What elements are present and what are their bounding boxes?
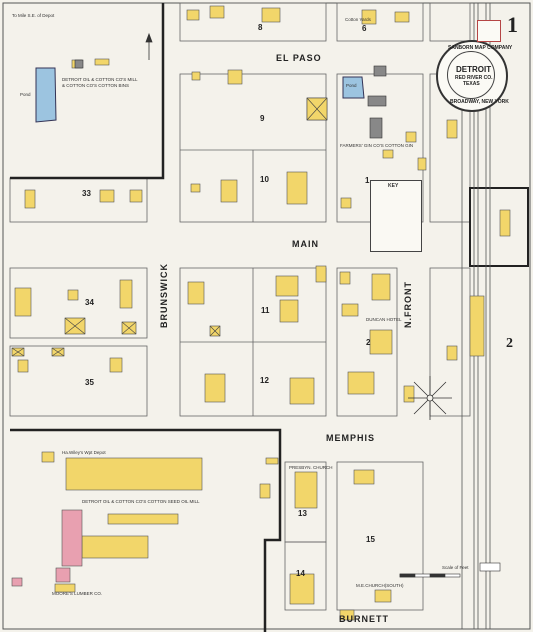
seal-top-text: SANBORN MAP COMPANY xyxy=(448,45,513,51)
north-arrow xyxy=(145,32,153,60)
date-stamp xyxy=(477,20,501,42)
block-east2-outline xyxy=(429,267,471,417)
seal-city: DETROIT xyxy=(456,65,492,74)
pond-label-west: Pond xyxy=(20,92,31,97)
block-number: 33 xyxy=(82,189,91,198)
block-number: 12 xyxy=(260,376,269,385)
block-number: 2 xyxy=(366,338,371,347)
block-2-outline xyxy=(336,267,398,417)
block-number: 10 xyxy=(260,175,269,184)
cotton-yards-label: Cotton Yards xyxy=(345,17,371,22)
boundary-nw xyxy=(10,3,165,180)
inset-box xyxy=(469,187,529,267)
street-n-front: N.FRONT xyxy=(403,281,413,328)
block-34-outline xyxy=(9,267,148,339)
block-ne-outline xyxy=(429,2,471,42)
scale-label: Scale of Feet xyxy=(442,565,469,570)
block-number: 6 xyxy=(362,24,367,33)
pond-east xyxy=(342,76,365,99)
seal-state: TEXAS xyxy=(463,81,480,87)
hatched-structures xyxy=(11,97,328,357)
block-number: 34 xyxy=(85,298,94,307)
block-number: 35 xyxy=(85,378,94,387)
block-outlines xyxy=(9,2,471,611)
adjoining-sheet-number: 2 xyxy=(506,336,513,351)
oil-mill-label: DETROIT OIL & COTTON CO'S MILL xyxy=(62,77,138,82)
block-number: 13 xyxy=(298,509,307,518)
block-number: 11 xyxy=(261,306,270,315)
seal-inner-ring xyxy=(447,51,495,99)
sheet-boundaries xyxy=(10,3,529,632)
brick-buildings xyxy=(11,509,83,587)
pond-west xyxy=(35,67,57,123)
farmers-gin-label: FARMERS' GIN CO'S COTTON GIN xyxy=(340,143,414,148)
block-number: 1 xyxy=(365,176,370,185)
block-number: 15 xyxy=(366,535,375,544)
street-el-paso: EL PASO xyxy=(276,53,322,63)
boundary-sw xyxy=(10,428,282,632)
seed-oil-mill-label: DETROIT OIL & COTTON CO'S COTTON SEED OI… xyxy=(82,499,200,504)
block-14-outline xyxy=(284,541,327,611)
ponds xyxy=(35,67,365,123)
pond-label-east: Pond xyxy=(346,83,357,88)
oil-mill-label-2: & COTTON CO'S COTTON BINS xyxy=(62,83,129,88)
me-church-label: M.E.CHURCH(SOUTH) xyxy=(356,583,404,588)
compass-rose xyxy=(408,376,452,420)
depot-note: To Mile S.E. of Depot xyxy=(12,13,55,18)
block-8-outline xyxy=(179,2,327,42)
street-brunswick: BRUNSWICK xyxy=(159,263,169,328)
block-35-outline xyxy=(9,345,148,417)
presbyterian-church-label: PRESBYN. CHURCH xyxy=(289,465,333,470)
sanborn-seal: SANBORN MAP COMPANY DETROIT RED RIVER CO… xyxy=(436,40,512,112)
map-key: KEY xyxy=(370,180,422,252)
street-burnett: BURNETT xyxy=(339,614,389,624)
street-memphis: MEMPHIS xyxy=(326,433,376,443)
mill-buildings xyxy=(74,59,387,139)
sheet-number: 1 xyxy=(507,12,518,37)
seal-county: RED RIVER CO. xyxy=(455,75,493,81)
scale-bar xyxy=(399,562,501,578)
grain-depot-label: Ha.Wiley's Wpt Depot xyxy=(62,450,106,455)
block-15-outline xyxy=(336,461,424,611)
block-6-outline xyxy=(336,2,424,42)
block-number: 8 xyxy=(258,23,263,32)
street-main: MAIN xyxy=(292,239,319,249)
lumber-co-label: MOORE'S LUMBER CO. xyxy=(52,591,103,596)
block-number: 14 xyxy=(296,569,305,578)
key-title: KEY xyxy=(388,183,399,189)
hotel-label: DUNCAN HOTEL xyxy=(366,317,402,322)
block-number: 9 xyxy=(260,114,265,123)
seal-bottom-text: BROADWAY, NEW YORK xyxy=(450,99,509,105)
